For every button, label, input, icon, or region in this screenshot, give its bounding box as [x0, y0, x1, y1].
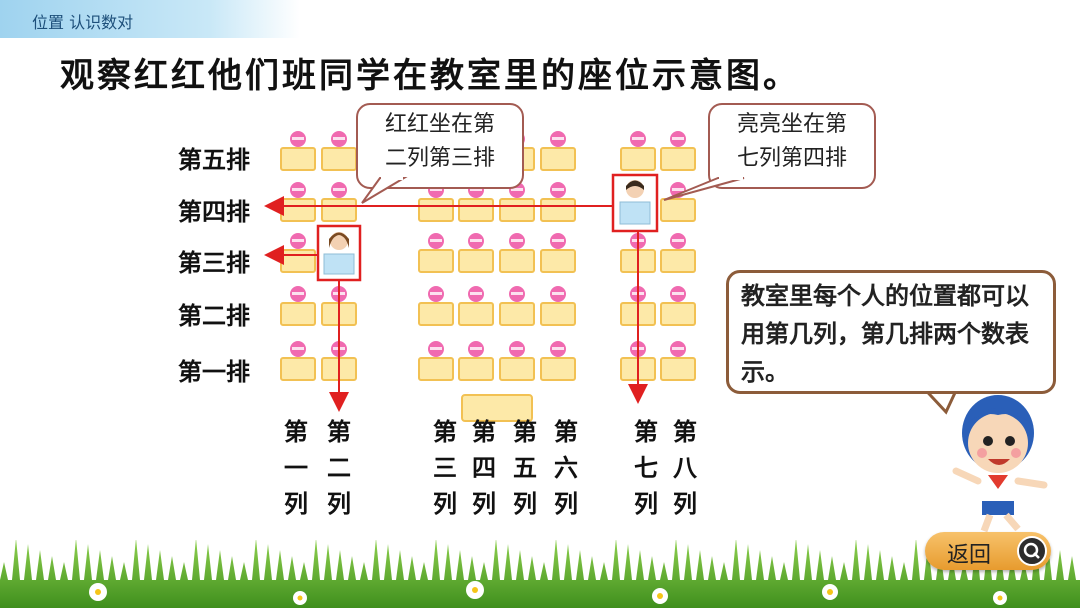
student-seat: [541, 131, 575, 170]
column-label-7: 第七列: [632, 414, 660, 522]
student-seat: [322, 182, 356, 221]
student-seat: [281, 131, 315, 170]
liangliang-seat: [613, 175, 657, 231]
student-seat: [661, 131, 695, 170]
column-label-3: 第三列: [431, 414, 459, 522]
student-seat: [500, 341, 534, 380]
student-seat: [419, 233, 453, 272]
student-seat: [500, 286, 534, 325]
column-label-1: 第一列: [282, 414, 310, 522]
honghong-bubble: 红红坐在第二列第三排: [356, 103, 524, 189]
column-label-4: 第四列: [470, 414, 498, 522]
play-icon: [1017, 536, 1047, 566]
explanation-bubble: 教室里每个人的位置都可以用第几列，第几排两个数表示。: [726, 270, 1056, 394]
honghong-seat: [318, 226, 360, 280]
student-seat: [281, 341, 315, 380]
column-label-6: 第六列: [552, 414, 580, 522]
student-seat: [661, 286, 695, 325]
student-seat: [281, 286, 315, 325]
column-label-5: 第五列: [511, 414, 539, 522]
back-button-label: 返回: [947, 537, 991, 569]
student-seat: [661, 233, 695, 272]
student-seat: [459, 341, 493, 380]
student-seat: [541, 286, 575, 325]
column-label-2: 第二列: [325, 414, 353, 522]
student-seat: [621, 131, 655, 170]
explanation-text: 教室里每个人的位置都可以用第几列，第几排两个数表示。: [741, 282, 1029, 386]
liangliang-bubble: 亮亮坐在第七列第四排: [708, 103, 876, 189]
student-seat: [661, 182, 695, 221]
student-seat: [281, 182, 315, 221]
back-button[interactable]: 返回: [925, 532, 1051, 570]
honghong-bubble-text: 红红坐在第二列第三排: [378, 108, 502, 176]
student-seat: [541, 233, 575, 272]
student-seat: [661, 341, 695, 380]
liangliang-bubble-text: 亮亮坐在第七列第四排: [730, 108, 854, 176]
student-seat: [419, 341, 453, 380]
grass-decoration: [0, 540, 1080, 608]
student-seat: [500, 233, 534, 272]
student-seat: [459, 233, 493, 272]
student-seat: [541, 182, 575, 221]
student-seat: [459, 286, 493, 325]
column-label-8: 第八列: [671, 414, 699, 522]
cartoon-boy-icon: [948, 393, 1058, 533]
student-seat: [419, 286, 453, 325]
student-seat: [281, 233, 315, 272]
student-seat: [541, 341, 575, 380]
student-seat: [322, 131, 356, 170]
